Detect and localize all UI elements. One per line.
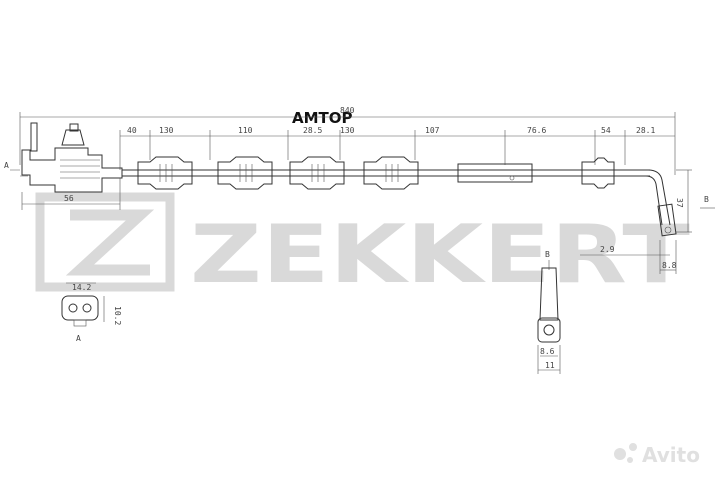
dim-56: 56 <box>64 194 74 203</box>
connector-face-view: 14.2 10.2 A <box>61 282 122 343</box>
dim-54: 54 <box>601 126 611 135</box>
segment-dimensions: 40 130 110 28.5 130 107 76.6 54 28.1 <box>119 126 675 170</box>
protective-sleeve <box>457 163 533 183</box>
sensor-probe <box>614 169 677 237</box>
dim-8-8: 8.8 <box>662 261 677 270</box>
view-b-label: B <box>704 195 709 204</box>
dim-28-5: 28.5 <box>303 126 322 135</box>
connector-body: A <box>4 122 123 193</box>
dim-8-6: 8.6 <box>540 347 555 356</box>
view-b-bottom-label: B <box>545 250 550 259</box>
dim-37: 37 <box>675 198 684 208</box>
dim-40: 40 <box>127 126 137 135</box>
total-length-dimension: 840 <box>19 106 676 175</box>
dim-130b: 130 <box>340 126 355 135</box>
view-a-small-label: A <box>76 334 81 343</box>
dim-total: 840 <box>340 106 355 115</box>
site-watermark-text: Avito <box>642 443 700 467</box>
dim-107: 107 <box>425 126 440 135</box>
dim-14-2: 14.2 <box>72 283 91 292</box>
dim-28-1: 28.1 <box>636 126 655 135</box>
wire-clip <box>363 156 419 190</box>
watermark-text: ZEKKERT <box>190 208 691 301</box>
wire-grommet <box>581 157 615 189</box>
connector-length-dimension: 56 <box>21 178 121 210</box>
avito-watermark: Avito <box>614 443 700 467</box>
dim-11: 11 <box>545 361 555 370</box>
wire-clip <box>137 156 193 190</box>
dim-130a: 130 <box>159 126 174 135</box>
dim-76-6: 76.6 <box>527 126 546 135</box>
wire-clip <box>217 156 273 190</box>
wire-clip <box>289 156 345 190</box>
view-a-label: A <box>4 161 9 170</box>
dim-2-9: 2.9 <box>600 245 615 254</box>
probe-dimensions: 37 B 2.9 8.8 <box>580 169 715 274</box>
seller-mark: AMTOP <box>292 109 353 127</box>
probe-end-view: B 8.6 11 <box>537 250 561 374</box>
zekkert-watermark: ZEKKERT <box>35 192 691 301</box>
dim-110: 110 <box>238 126 253 135</box>
dim-10-2: 10.2 <box>113 306 122 325</box>
